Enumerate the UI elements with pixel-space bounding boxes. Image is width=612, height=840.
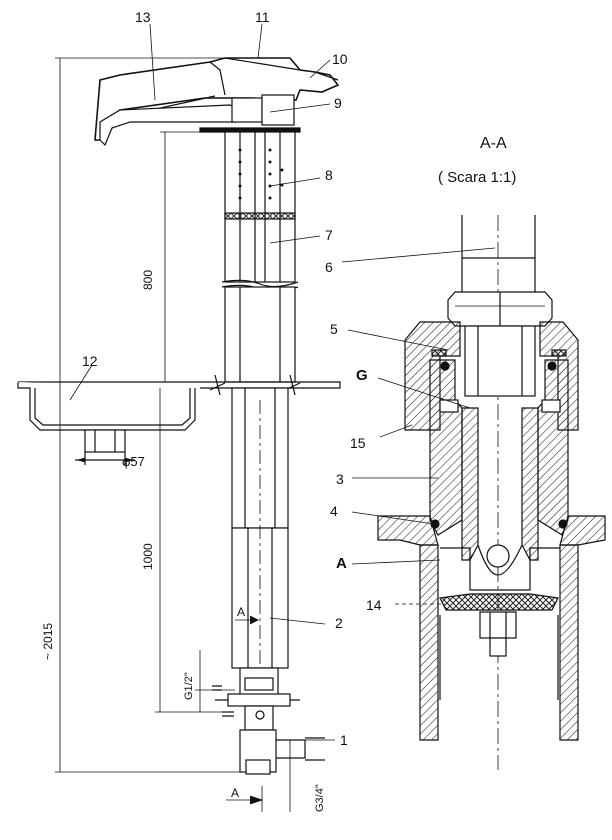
label-6: 6 [325, 259, 333, 275]
section-scale: ( Scara 1:1) [438, 169, 516, 186]
label-a-bold: A [336, 555, 347, 572]
label-2: 2 [335, 615, 343, 631]
o-rings [430, 349, 568, 529]
label-3: 3 [336, 471, 344, 487]
label-4: 4 [330, 503, 338, 519]
label-8: 8 [325, 167, 333, 183]
hex-nut [447, 291, 553, 327]
dim-2015: ~ 2015 [41, 623, 55, 660]
section-labels: A-A ( Scara 1:1) 6 5 G 15 3 4 A 14 [325, 135, 516, 613]
dim-phi57: φ57 [122, 454, 145, 469]
upper-pipe [221, 131, 299, 293]
label-a-bottom: A [231, 786, 239, 800]
sink-basin [17, 374, 341, 465]
elevation-labels: 13 11 10 9 8 7 12 2 1 A A φ57 800 1000 ~… [41, 9, 348, 812]
label-9: 9 [334, 95, 342, 111]
seal-14 [439, 593, 559, 657]
leader-lines [69, 23, 335, 741]
mounting-plate [377, 515, 606, 546]
lower-pipe [231, 387, 289, 669]
dimension-lines [55, 57, 291, 812]
stem [464, 325, 536, 397]
label-10: 10 [332, 51, 348, 67]
label-7: 7 [325, 227, 333, 243]
label-11: 11 [255, 9, 270, 25]
dim-1000: 1000 [141, 543, 155, 570]
inner-sleeve [440, 407, 560, 591]
label-12: 12 [82, 353, 98, 369]
dim-800: 800 [141, 270, 155, 290]
label-13: 13 [135, 9, 151, 25]
label-15: 15 [350, 435, 366, 451]
perforation-holes [238, 148, 284, 200]
section-view [341, 215, 606, 770]
label-1: 1 [340, 732, 348, 748]
section-leaders [341, 247, 496, 605]
elevation-view [17, 23, 341, 812]
dim-g34: G3/4" [314, 784, 326, 812]
outer-pipe [419, 544, 579, 741]
section-title: A-A [480, 135, 507, 152]
handle-assembly [94, 57, 340, 147]
valve-body [212, 667, 325, 775]
middle-pipe [224, 286, 296, 383]
label-a-top: A [237, 605, 245, 619]
label-g: G [356, 367, 368, 384]
label-5: 5 [330, 321, 338, 337]
dim-g12: G1/2" [183, 672, 195, 700]
label-14: 14 [366, 597, 382, 613]
